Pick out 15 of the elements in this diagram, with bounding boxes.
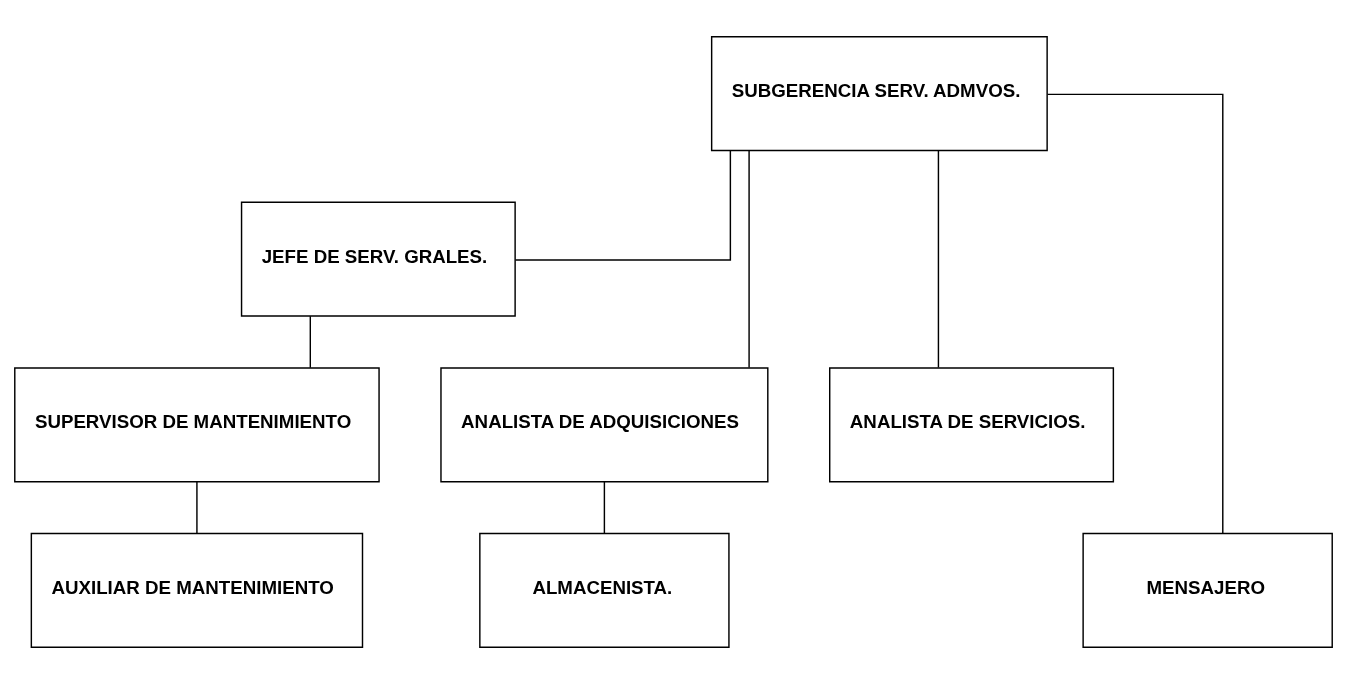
- node-box: ALMACENISTA.: [479, 532, 730, 648]
- connector: [514, 149, 732, 261]
- connector: [937, 149, 940, 368]
- node-box: AUXILIAR DE MANTENIMIENTO: [30, 532, 364, 648]
- node-box: MENSAJERO: [1082, 532, 1333, 648]
- node-box: SUPERVISOR DE MANTENIMIENTO: [14, 366, 380, 482]
- node-box: ANALISTA DE ADQUISICIONES: [440, 366, 769, 482]
- connector: [748, 149, 750, 368]
- node-box: JEFE DE SERV. GRALES.: [240, 201, 516, 317]
- node-box: ANALISTA DE SERVICIOS.: [829, 366, 1115, 482]
- connector: [1046, 93, 1224, 534]
- connector: [603, 480, 606, 534]
- connector: [309, 314, 312, 368]
- node-box: SUBGERENCIA SERV. ADMVOS.: [710, 35, 1048, 151]
- connector: [196, 480, 198, 534]
